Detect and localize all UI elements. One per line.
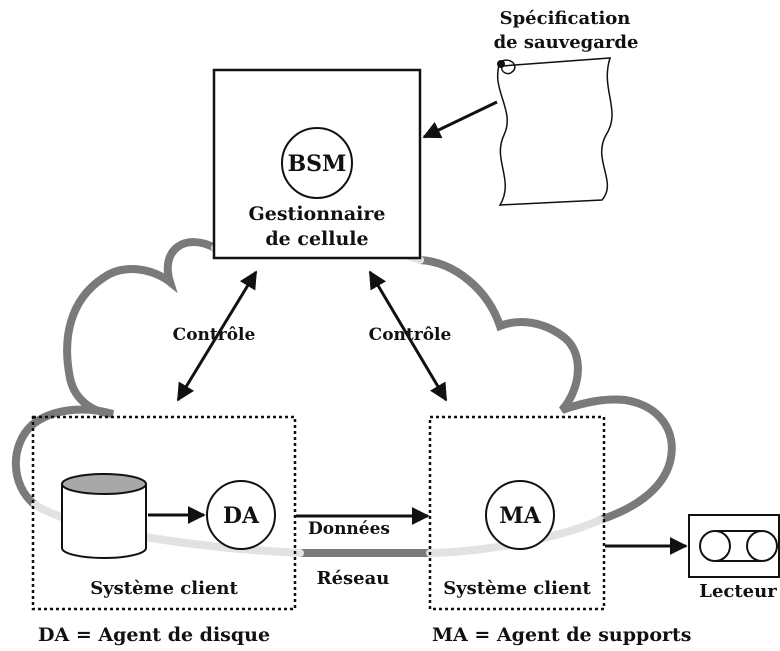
- control-right-arrow: [368, 270, 448, 402]
- da-circle: [206, 480, 276, 550]
- bsm-circle: [281, 127, 353, 199]
- scroll-shape: [496, 57, 613, 206]
- client-left-box: [31, 415, 297, 611]
- client-system-left: DA Système client: [31, 415, 297, 611]
- client-left-label: Système client: [90, 578, 238, 599]
- cell-manager: BSM Gestionnaire de cellule: [212, 68, 422, 260]
- spec-to-manager-arrow: [422, 100, 498, 139]
- drive-reel-left: [699, 530, 731, 562]
- control-left-arrow: [176, 270, 258, 402]
- client-right-box: [428, 415, 606, 611]
- disk-icon: [61, 473, 147, 559]
- da-label: DA: [223, 503, 260, 529]
- drive-reel-right: [746, 530, 778, 562]
- spec-line2: de sauvegarde: [494, 32, 639, 53]
- control-right-label: Contrôle: [369, 325, 452, 345]
- drive-label: Lecteur: [699, 581, 777, 602]
- cell-manager-line1: Gestionnaire: [249, 203, 386, 225]
- ma-label: MA: [499, 503, 541, 529]
- client-system-right: MA Système client: [428, 415, 606, 611]
- network-label: Réseau: [317, 568, 390, 589]
- data-label: Données: [308, 519, 390, 539]
- scroll-pin: [497, 60, 505, 68]
- legend-da: DA = Agent de disque: [38, 624, 270, 646]
- legend-ma: MA = Agent de supports: [432, 624, 691, 646]
- cloud-outline: [11, 235, 676, 558]
- drive-device: [688, 514, 780, 578]
- ma-circle: [485, 480, 555, 550]
- bsm-label: BSM: [288, 151, 347, 177]
- backup-specification: Spécification de sauvegarde: [494, 8, 639, 206]
- control-left-label: Contrôle: [173, 325, 256, 345]
- client-right-label: Système client: [443, 578, 591, 599]
- spec-line1: Spécification: [500, 8, 631, 29]
- cell-manager-line2: de cellule: [265, 228, 368, 250]
